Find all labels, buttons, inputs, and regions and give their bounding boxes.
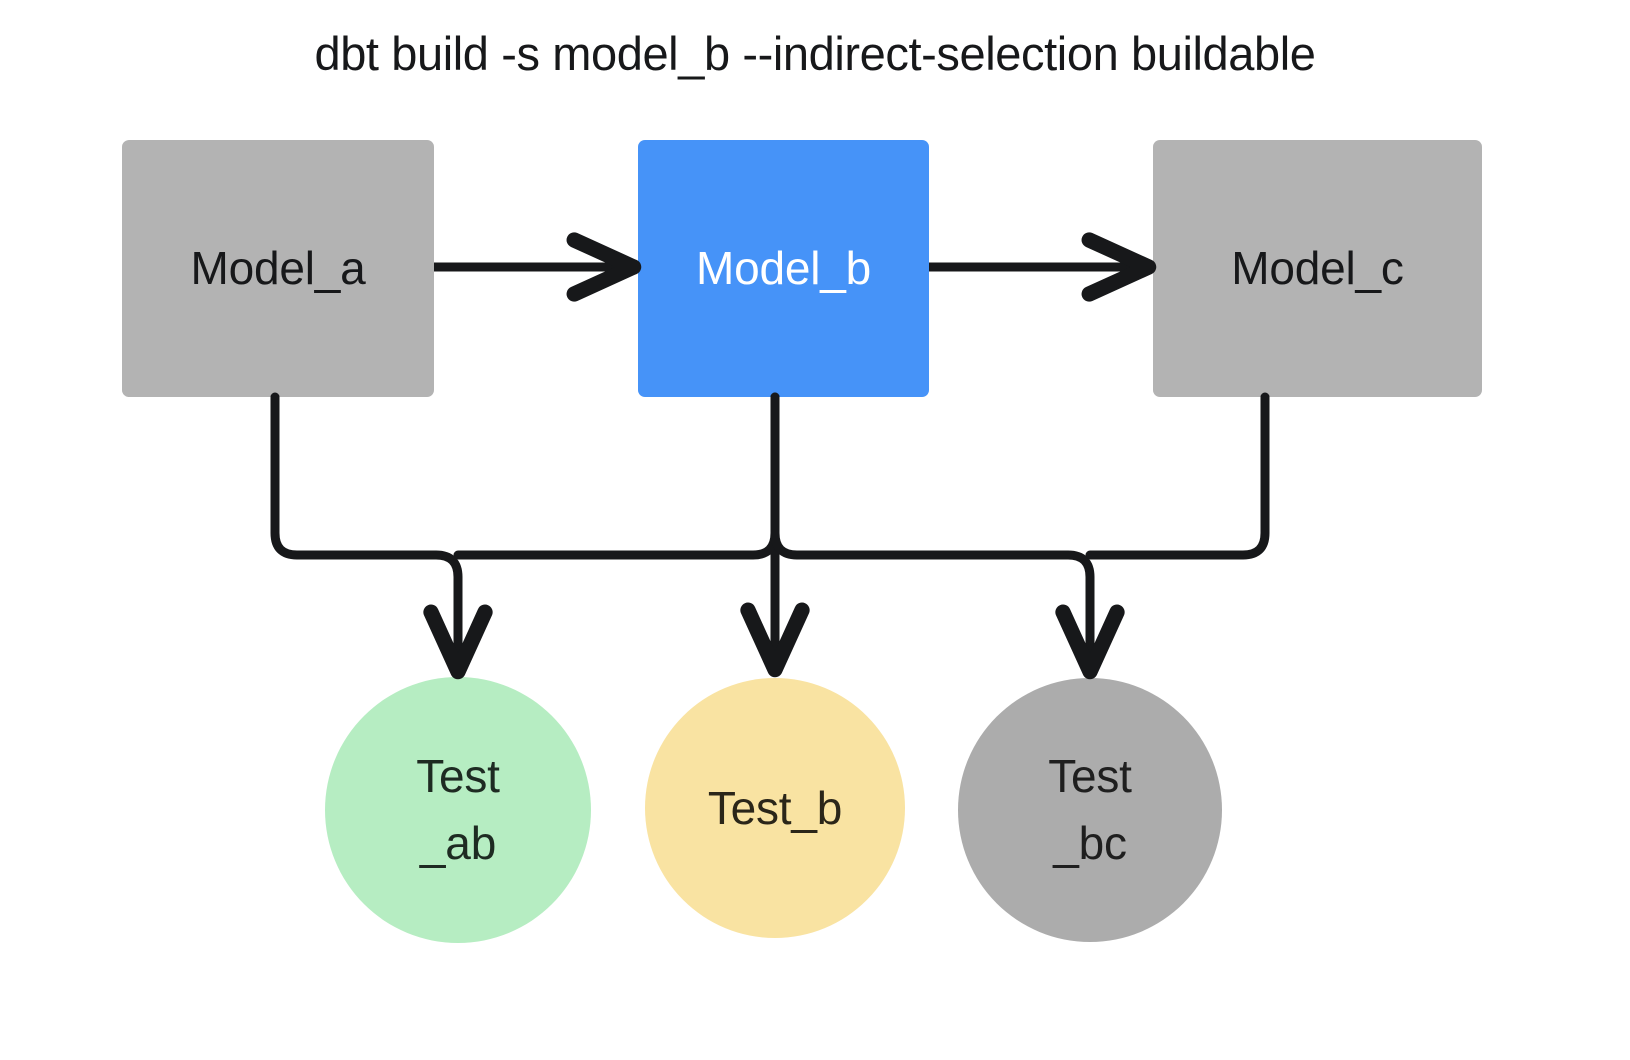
edge-model-b-to-test-bc [770, 392, 1125, 680]
node-model-c[interactable] [1153, 140, 1482, 397]
node-test-bc[interactable] [958, 678, 1222, 942]
diagram-title: dbt build -s model_b --indirect-selectio… [314, 27, 1316, 80]
node-model-a[interactable] [122, 140, 434, 397]
edge-model-c-to-test-bc [1085, 392, 1270, 560]
node-test-ab[interactable] [325, 677, 591, 943]
node-test-b[interactable] [645, 678, 905, 938]
node-model-b[interactable] [638, 140, 929, 397]
edge-model-b-to-test-ab [453, 392, 780, 560]
edge-model-a-to-test-ab [270, 392, 493, 680]
